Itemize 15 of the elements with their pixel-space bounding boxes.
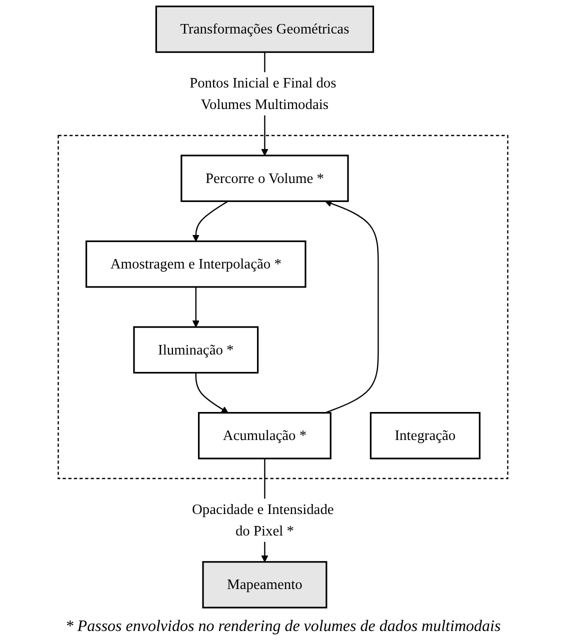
cluster — [58, 134, 508, 480]
edge-label: Opacidade e Intensidade do Pixel * — [192, 500, 334, 539]
arrow — [192, 286, 200, 328]
node-box: Integração — [370, 412, 480, 460]
node-box: Mapeamento — [202, 561, 328, 608]
caption: * Passos envolvidos no rendering de volumes de dados multimodais — [65, 617, 501, 637]
arrow — [324, 200, 379, 414]
node-box: Iluminação * — [133, 326, 259, 374]
node-box: Transformações Geométricas — [155, 6, 374, 53]
edge-label: Pontos Inicial e Final dos Volumes Multimodais — [190, 74, 336, 112]
node-box: Percorre o Volume * — [180, 154, 349, 202]
node-box: Amostragem e Interpolação * — [86, 240, 306, 288]
arrow — [195, 372, 228, 414]
arrow — [192, 200, 228, 242]
node-box: Acumulação * — [198, 412, 332, 460]
